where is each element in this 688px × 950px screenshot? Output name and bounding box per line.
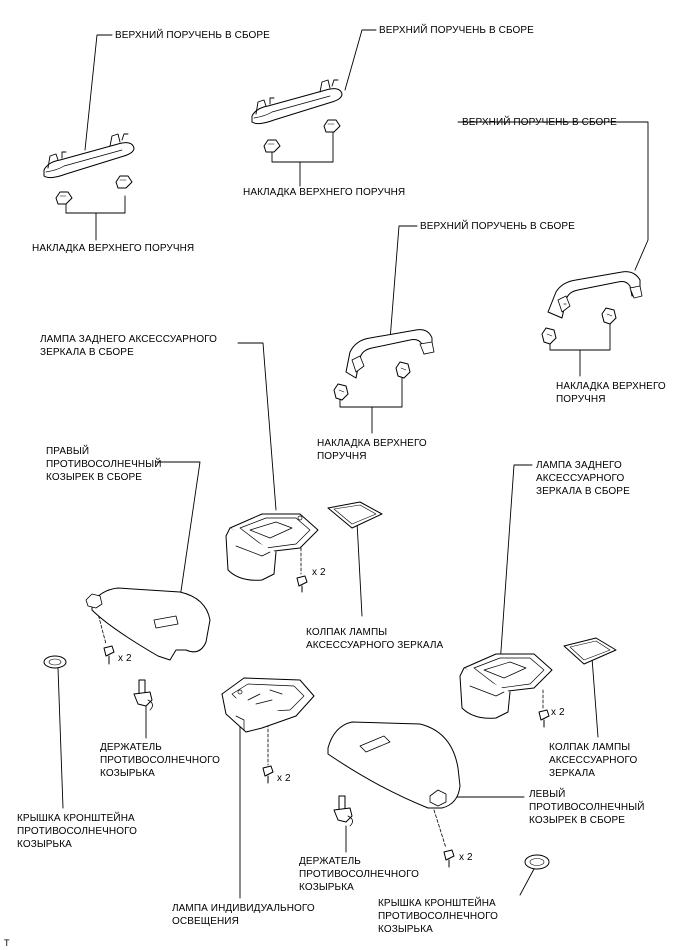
grip-cover-label-1: НАКЛАДКА ВЕРХНЕГО ПОРУЧНЯ <box>32 243 195 254</box>
mirror-lamp-cap-label-1: КОЛПАК ЛАМПЫ АКСЕССУАРНОГО ЗЕРКАЛА <box>306 627 444 651</box>
screw-1 <box>103 645 115 665</box>
upper-grip-assembly-1 <box>43 133 135 205</box>
mirror-lamp-cap-2 <box>563 637 617 665</box>
grip-cover-label-4: НАКЛАДКА ВЕРХНЕГО ПОРУЧНЯ <box>317 438 427 462</box>
screw-5 <box>443 849 455 868</box>
right-sun-visor <box>85 587 211 661</box>
quantity-label-4: x 2 <box>551 707 565 718</box>
visor-holder-label-1: ДЕРЖАТЕЛЬ ПРОТИВОСОЛНЕЧНОГО КОЗЫРЬКА <box>100 742 220 779</box>
grip-cover-label-2: НАКЛАДКА ВЕРХНЕГО ПОРУЧНЯ <box>243 187 406 198</box>
mirror-lamp-cap-label-2: КОЛПАК ЛАМПЫ АКСЕССУАРНОГО ЗЕРКАЛА <box>549 742 638 779</box>
upper-grip-label-2: ВЕРХНИЙ ПОРУЧЕНЬ В СБОРЕ <box>379 25 534 36</box>
screw-3 <box>262 765 274 784</box>
right-visor-label: ПРАВЫЙ ПРОТИВОСОЛНЕЧНЫЙ КОЗЫРЕК В СБОРЕ <box>46 446 162 483</box>
quantity-label-3: x 2 <box>277 773 291 784</box>
visor-bracket-cover-1 <box>43 655 67 669</box>
bracket-cover-label-1: КРЫШКА КРОНШТЕЙНА ПРОТИВОСОЛНЕЧНОГО КОЗЫ… <box>17 813 137 850</box>
quantity-label-1: x 2 <box>312 567 326 578</box>
rear-mirror-lamp-label-2: ЛАМПА ЗАДНЕГО АКСЕССУАРНОГО ЗЕРКАЛА В СБ… <box>536 460 630 497</box>
visor-bracket-cover-2 <box>524 854 550 870</box>
mirror-lamp-cap-1 <box>327 501 383 529</box>
visor-holder-1 <box>133 679 153 711</box>
map-lamp-label: ЛАМПА ИНДИВИДУАЛЬНОГО ОСВЕЩЕНИЯ <box>172 903 315 927</box>
quantity-label-2: x 2 <box>118 653 132 664</box>
leader-lines <box>57 29 649 899</box>
visor-holder-2 <box>333 795 353 827</box>
bracket-cover-label-2: КРЫШКА КРОНШТЕЙНА ПРОТИВОСОЛНЕЧНОГО КОЗЫ… <box>378 898 498 935</box>
rear-mirror-lamp-label-1: ЛАМПА ЗАДНЕГО АКСЕССУАРНОГО ЗЕРКАЛА В СБ… <box>40 334 218 358</box>
visor-holder-label-2: ДЕРЖАТЕЛЬ ПРОТИВОСОЛНЕЧНОГО КОЗЫРЬКА <box>299 856 419 893</box>
upper-grip-label-3: ВЕРХНИЙ ПОРУЧЕНЬ В СБОРЕ <box>462 117 617 128</box>
left-sun-visor <box>327 721 461 809</box>
upper-grip-label-1: ВЕРХНИЙ ПОРУЧЕНЬ В СБОРЕ <box>115 30 270 41</box>
grip-cover-label-3: НАКЛАДКА ВЕРХНЕГО ПОРУЧНЯ <box>556 381 666 405</box>
screw-4 <box>538 709 550 728</box>
upper-grip-assembly-2 <box>251 79 343 153</box>
upper-grip-assembly-3 <box>541 271 643 345</box>
rear-mirror-lamp-2 <box>459 653 553 719</box>
upper-grip-assembly-4 <box>333 329 435 401</box>
screw-2 <box>296 575 308 593</box>
left-visor-label: ЛЕВЫЙ ПРОТИВОСОЛНЕЧНЫЙ КОЗЫРЕК В СБОРЕ <box>529 789 645 826</box>
rear-mirror-lamp-1 <box>225 513 319 581</box>
upper-grip-label-4: ВЕРХНИЙ ПОРУЧЕНЬ В СБОРЕ <box>420 221 575 232</box>
map-lamp <box>221 677 315 733</box>
corner-mark: T <box>4 938 10 948</box>
quantity-label-5: x 2 <box>459 852 473 863</box>
